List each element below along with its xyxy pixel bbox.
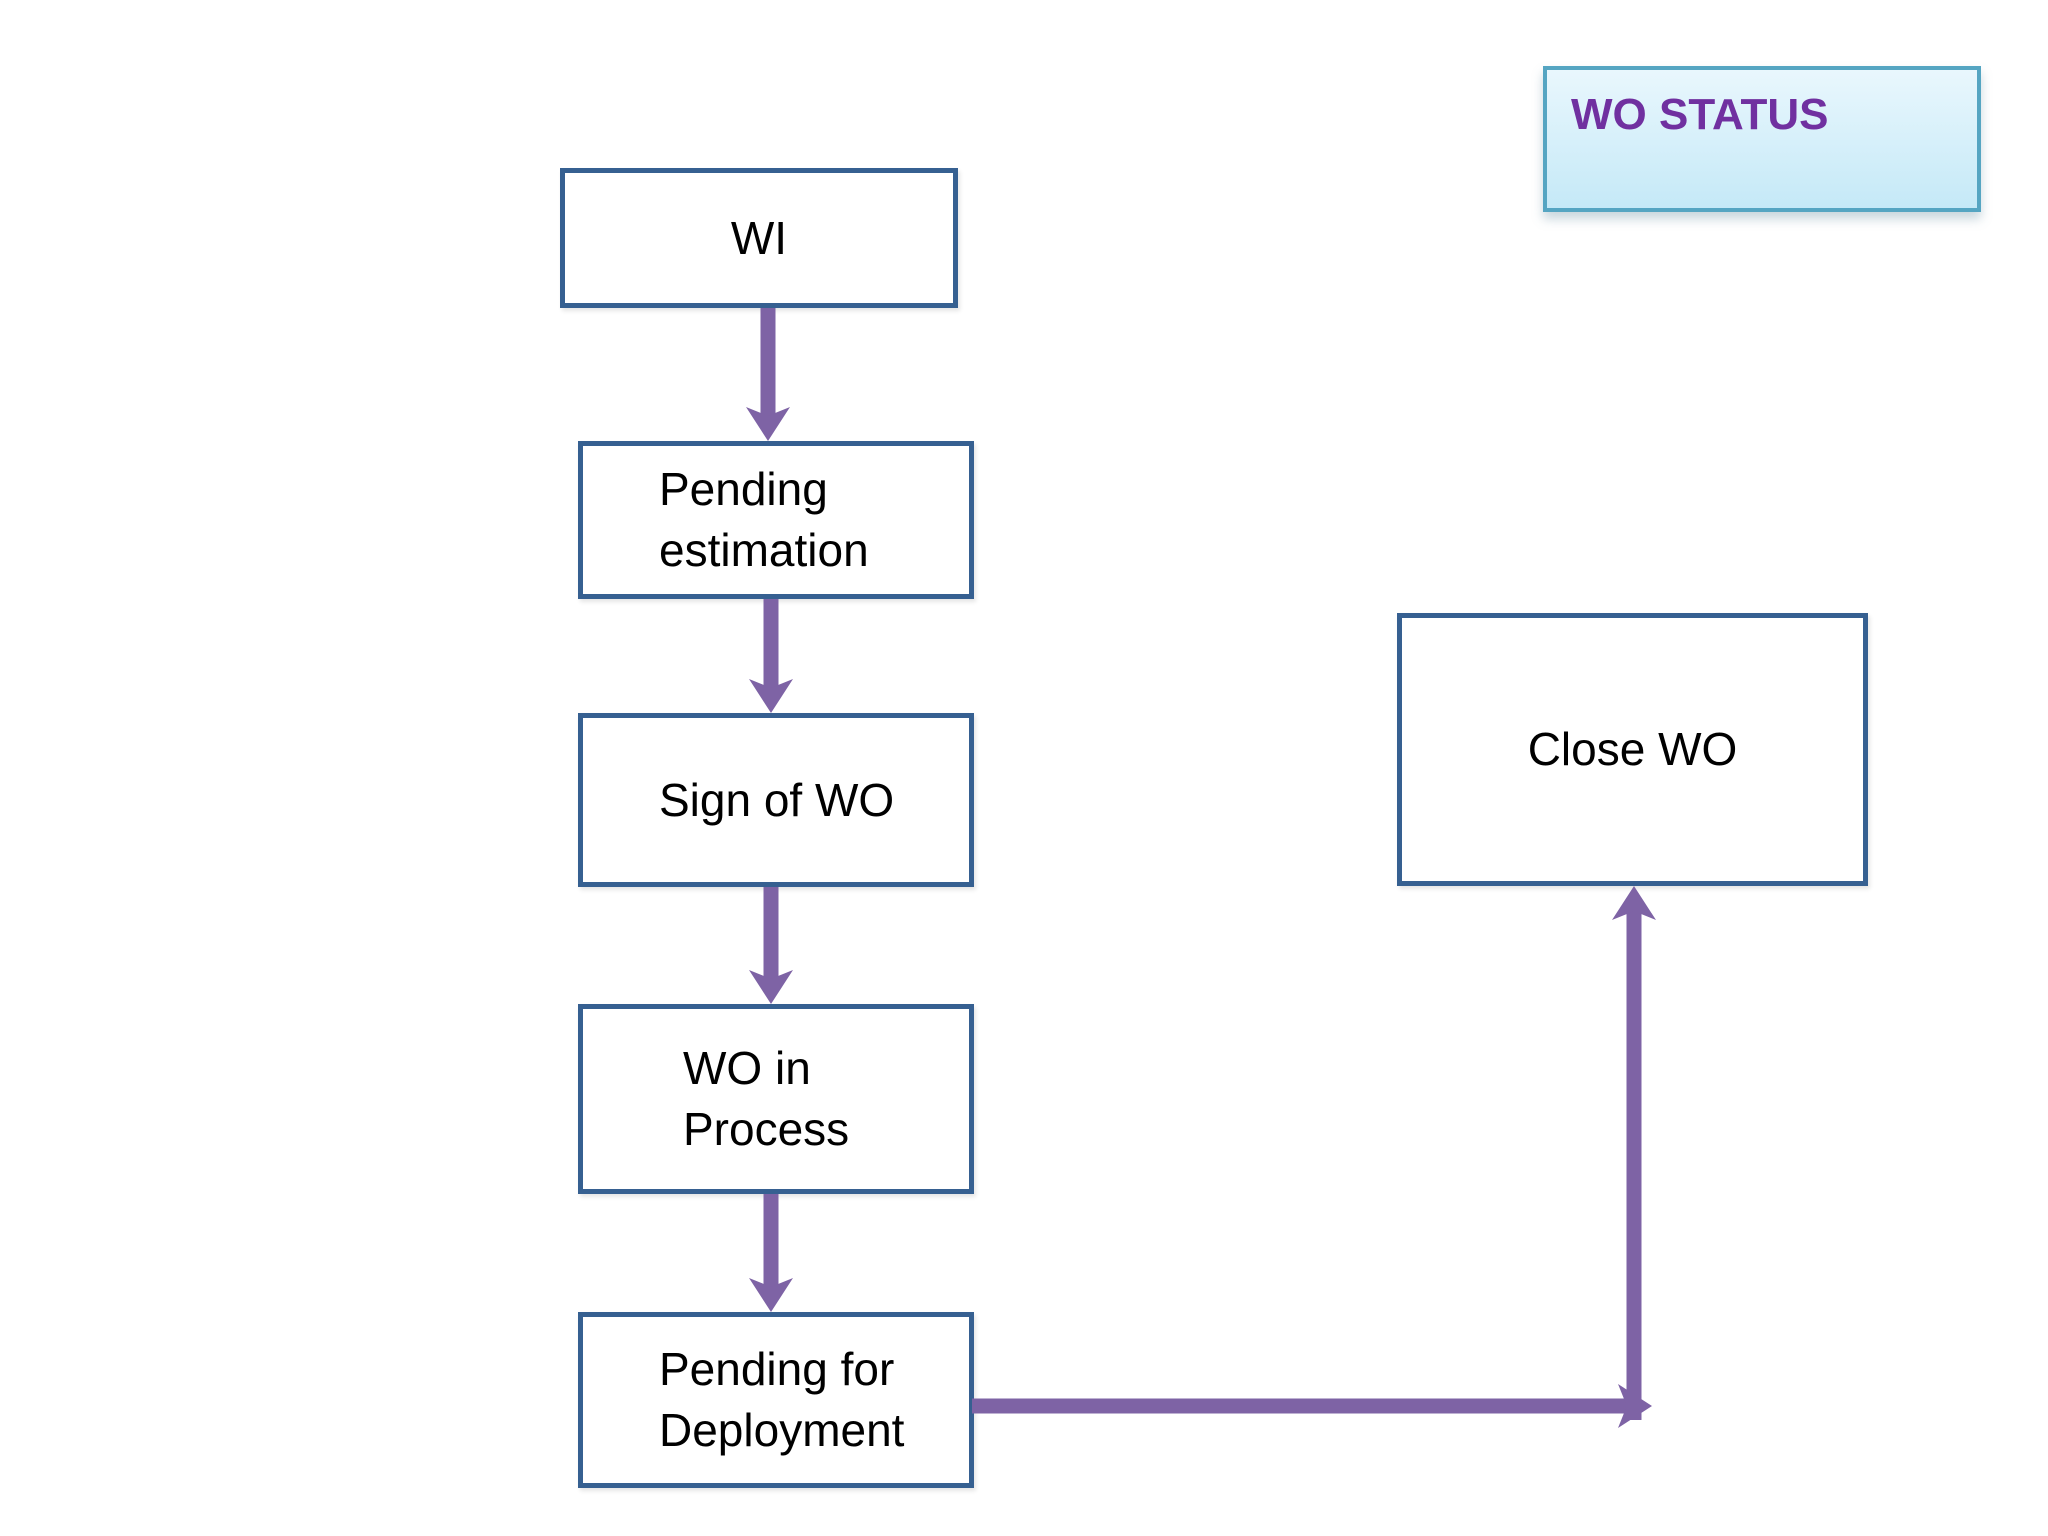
arrow-pending-estimation-to-sign-of-wo — [749, 599, 793, 713]
arrow-shaft — [1626, 910, 1642, 1420]
node-close-wo: Close WO — [1397, 613, 1868, 886]
arrow-sign-of-wo-to-wo-in-process — [749, 887, 793, 1004]
wo-status-title-box: WO STATUS — [1543, 66, 1981, 212]
arrow-shaft — [763, 599, 779, 689]
arrow-shaft — [763, 887, 779, 980]
node-pending-estimation: Pending estimation — [578, 441, 974, 599]
wo-status-title-label: WO STATUS — [1571, 90, 1829, 139]
arrow-shaft — [972, 1398, 1628, 1414]
node-wi: WI — [560, 168, 958, 308]
node-close-wo-label: Close WO — [1527, 723, 1738, 776]
node-sign-of-wo-label: Sign of WO — [659, 773, 895, 826]
arrow-shaft — [760, 308, 776, 417]
arrow-shaft — [763, 1194, 779, 1288]
node-sign-of-wo: Sign of WO — [578, 713, 974, 887]
node-wi-label: WI — [730, 211, 788, 264]
node-pending-estimation-label: Pending estimation — [659, 463, 869, 576]
arrow-wi-to-pending-estimation — [746, 308, 790, 441]
node-wo-in-process-label: WO in Process — [683, 1042, 850, 1155]
node-wo-in-process: WO in Process — [578, 1004, 974, 1194]
arrow-up-to-close-wo — [1612, 886, 1656, 1420]
arrow-wo-in-process-to-pending-for-deployment — [749, 1194, 793, 1312]
node-pending-for-deployment: Pending for Deployment — [578, 1312, 974, 1488]
node-pending-for-deployment-label: Pending for Deployment — [659, 1343, 905, 1456]
arrow-pending-for-deployment-horizontal-segment — [972, 1384, 1652, 1428]
